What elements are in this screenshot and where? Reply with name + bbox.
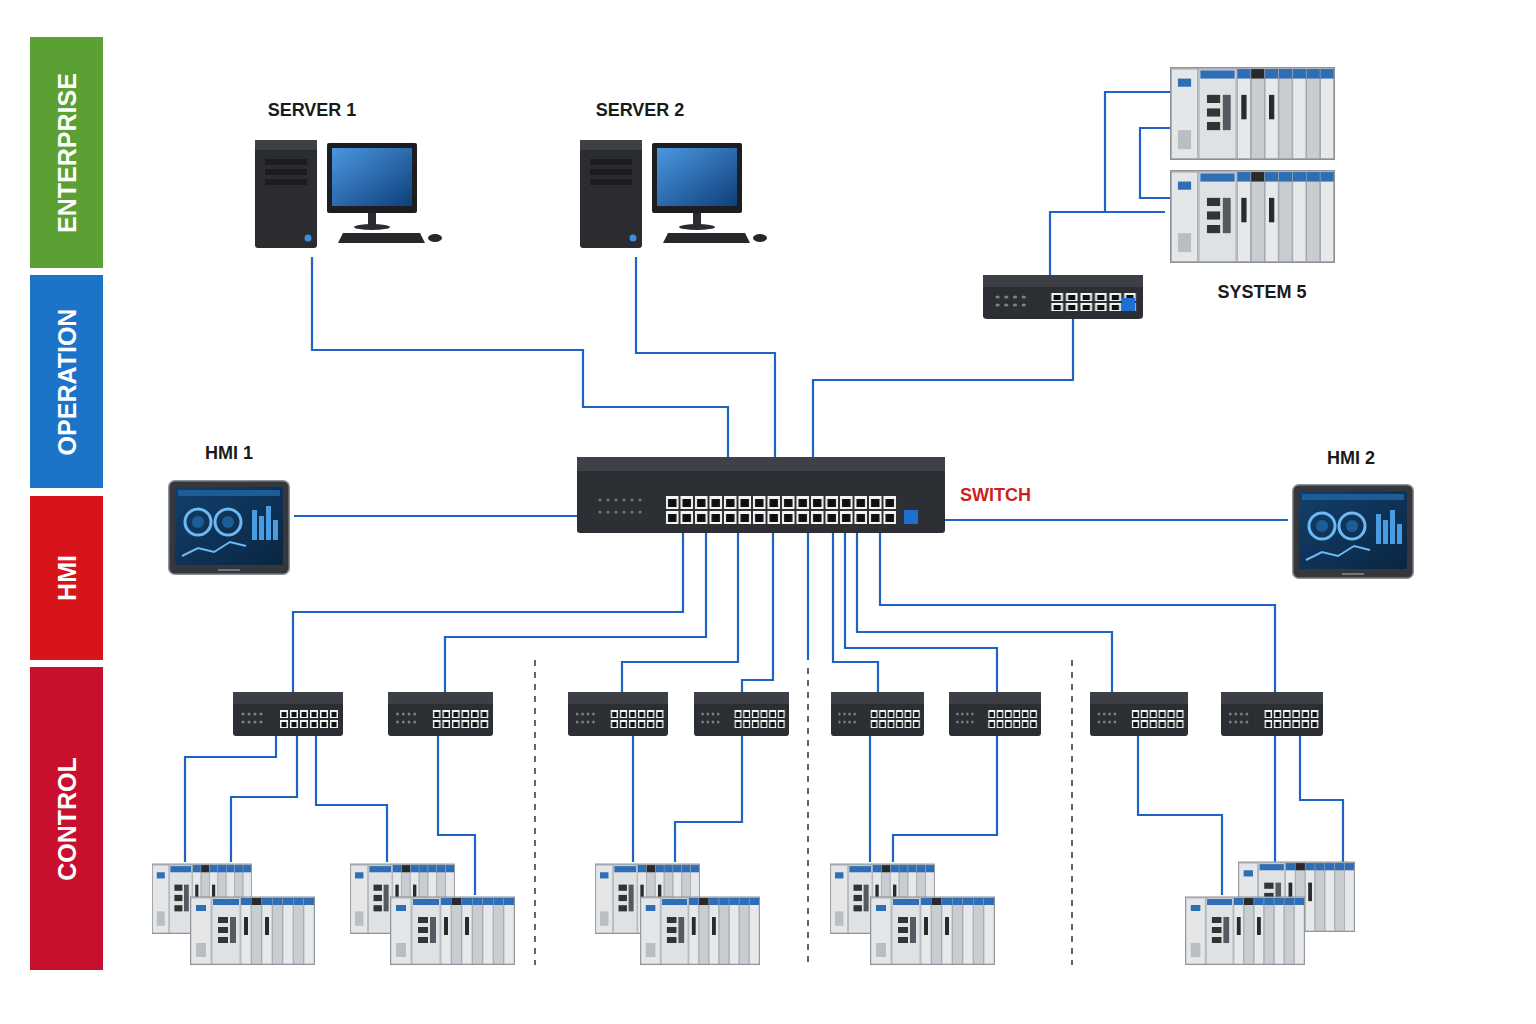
dashed-divider: [1071, 660, 1073, 965]
switch-leds: [598, 498, 641, 513]
node-label: HMI 2: [1327, 447, 1375, 469]
plc-rack: [1171, 68, 1335, 160]
hmi-panel: [1293, 485, 1414, 579]
hmi-panel: [169, 481, 290, 575]
access-switches: [233, 275, 1323, 736]
wire: [1138, 735, 1222, 895]
uplink-port: [1122, 298, 1135, 311]
level-band: HMI: [30, 496, 103, 660]
wire: [231, 735, 297, 862]
network-link: [945, 519, 1288, 521]
plc-racks: [152, 68, 1354, 965]
small-switch: [568, 692, 668, 736]
core-switch: [577, 457, 945, 533]
small-switch: [1221, 692, 1323, 736]
wire: [869, 735, 871, 862]
network-link: [312, 257, 728, 457]
node-label: SYSTEM 5: [1217, 281, 1306, 303]
small-switch: [831, 692, 924, 736]
hmi-node: HMI 2: [1288, 446, 1416, 582]
level-band: ENTERPRISE: [30, 37, 103, 268]
node-label: SERVER 2: [596, 99, 685, 121]
small-switch: [233, 692, 343, 736]
network-link: [294, 515, 577, 517]
control-wires: [185, 92, 1343, 895]
level-label: HMI: [52, 555, 82, 601]
plc-rack: [871, 897, 995, 965]
small-switch: [1090, 692, 1188, 736]
plc-rack: [191, 897, 315, 965]
plc-rack: [391, 897, 515, 965]
wire: [1300, 735, 1343, 862]
wire: [316, 735, 387, 862]
small-switch: [949, 692, 1041, 736]
level-band: CONTROL: [30, 667, 103, 970]
node-label: SWITCH: [960, 484, 1031, 506]
wire: [675, 735, 742, 862]
small-switch: [694, 692, 789, 736]
level-label: OPERATION: [52, 308, 82, 455]
plc-rack: [1185, 897, 1304, 965]
wire: [1140, 128, 1170, 198]
wire: [742, 533, 773, 692]
network-link: [636, 257, 775, 457]
wire: [632, 735, 634, 862]
level-label: CONTROL: [52, 757, 82, 881]
uplink-port: [904, 510, 918, 524]
wire: [807, 533, 809, 660]
server-computer: [255, 140, 442, 248]
wire: [893, 735, 997, 862]
node-label: HMI 1: [205, 442, 253, 464]
plc-rack: [1171, 171, 1335, 263]
switch-node: SWITCH: [577, 457, 945, 533]
server-computer: [580, 140, 767, 248]
wire: [833, 533, 878, 692]
node-label: SERVER 1: [268, 99, 357, 121]
zone-dividers: [535, 660, 1072, 965]
hmi-node: HMI 1: [160, 440, 294, 578]
wire: [1105, 92, 1170, 212]
server-node: SERVER 1: [250, 95, 450, 257]
small-switch: [983, 275, 1143, 319]
level-band: OPERATION: [30, 275, 103, 488]
wire: [880, 533, 1275, 692]
plc-rack: [640, 897, 759, 965]
wire: [857, 533, 1112, 692]
dashed-divider: [807, 668, 809, 965]
server-node: SERVER 2: [578, 95, 778, 257]
wire: [622, 533, 738, 692]
system-node: SYSTEM 5: [1165, 60, 1355, 305]
switch-ports: [665, 495, 897, 525]
level-label: ENTERPRISE: [52, 73, 82, 233]
wire: [293, 533, 683, 692]
dashed-divider: [534, 660, 536, 965]
small-switch: [388, 692, 493, 736]
switch-top: [577, 457, 945, 471]
computers: [255, 140, 767, 248]
wire: [1274, 735, 1276, 862]
wire: [845, 533, 997, 692]
switch-body: [577, 457, 945, 533]
wire: [445, 533, 706, 692]
network-link: [813, 212, 1165, 457]
